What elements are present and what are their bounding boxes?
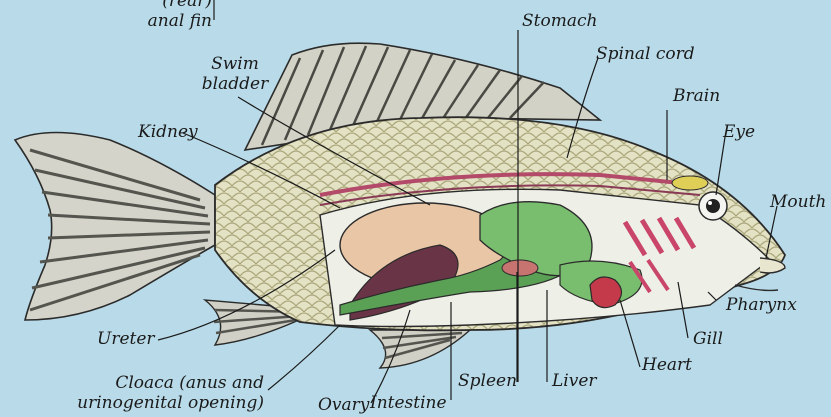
label-stomach: Stomach xyxy=(522,12,597,31)
label-gill: Gill xyxy=(693,330,723,349)
heart-shape xyxy=(590,277,622,308)
label-cloaca-1: Cloaca (anus and xyxy=(20,374,264,393)
label-brain: Brain xyxy=(673,87,720,106)
spleen-shape xyxy=(502,260,538,276)
label-spinal-cord: Spinal cord xyxy=(596,45,695,64)
label-swim-bladder-2: bladder xyxy=(195,75,275,94)
label-pharynx: Pharynx xyxy=(726,296,797,315)
label-eye: Eye xyxy=(723,123,755,142)
label-anal-fin-top: (rear) xyxy=(150,0,212,11)
label-anal-fin: anal fin xyxy=(130,12,212,31)
label-heart: Heart xyxy=(642,356,692,375)
label-mouth: Mouth xyxy=(770,193,826,212)
brain-shape xyxy=(672,176,708,190)
label-spleen: Spleen xyxy=(458,372,517,391)
eye-shape xyxy=(699,192,727,220)
tail-fin xyxy=(15,133,215,321)
label-intestine: Intestine xyxy=(370,394,447,413)
label-cloaca-2: urinogenital opening) xyxy=(10,394,264,413)
label-ovary: Ovary xyxy=(318,396,369,415)
label-kidney: Kidney xyxy=(138,123,198,142)
label-ureter: Ureter xyxy=(97,330,155,349)
label-liver: Liver xyxy=(552,372,597,391)
label-swim-bladder-1: Swim xyxy=(195,55,275,74)
